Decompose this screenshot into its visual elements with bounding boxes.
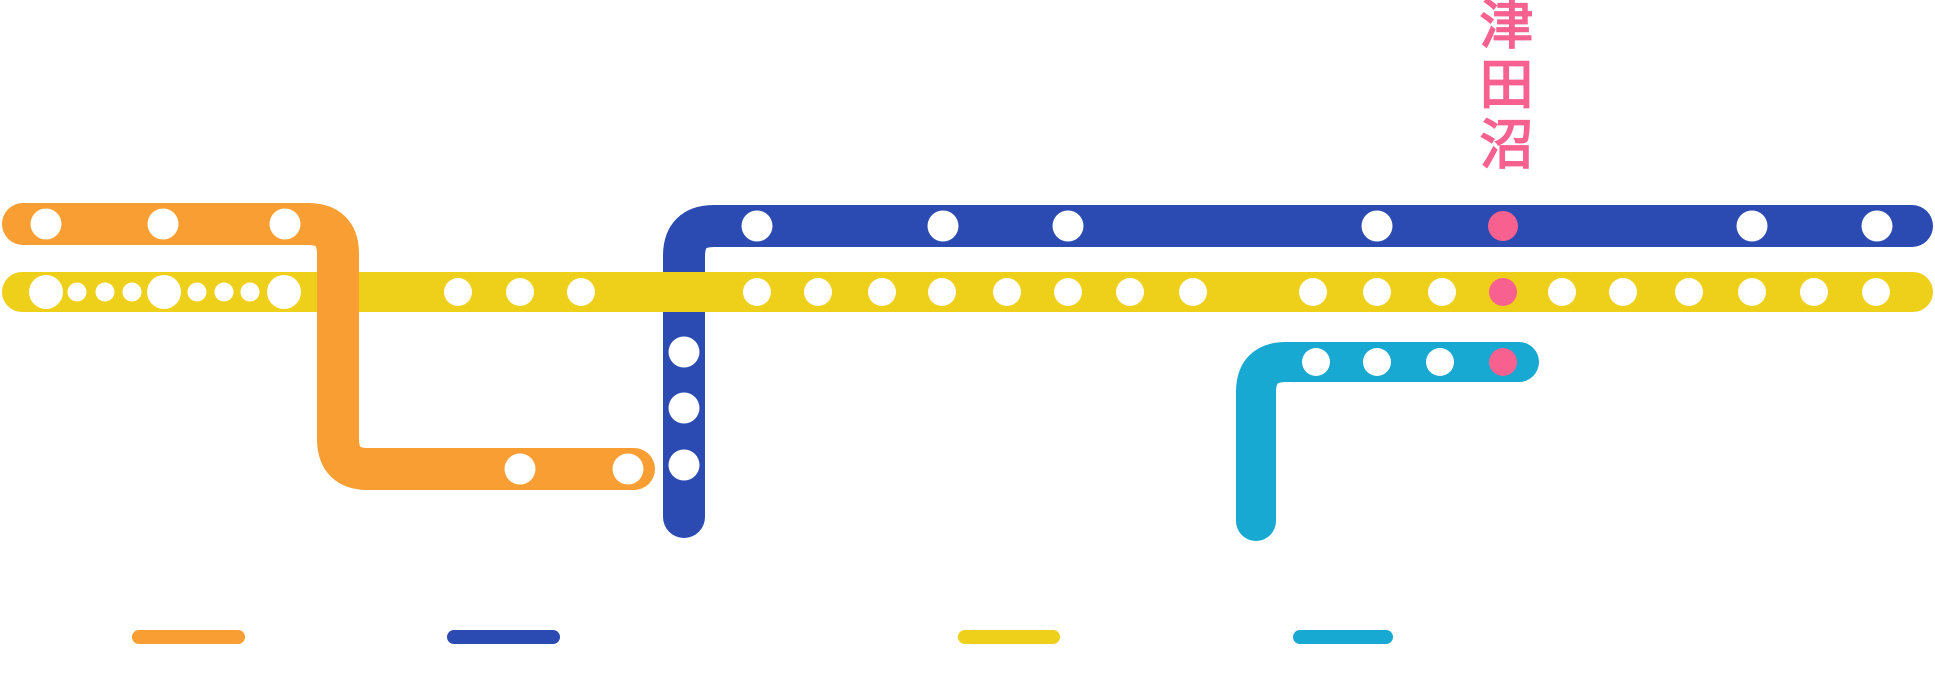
station-dot-yellow-line [506, 278, 534, 306]
station-dot-blue-line [668, 449, 700, 481]
station-dot-yellow-line [1675, 278, 1703, 306]
highlighted-station-dot-yellow-line [1489, 278, 1517, 306]
highlighted-station-label: 津田沼 [1470, 0, 1533, 176]
station-dot-yellow-line [187, 282, 207, 302]
highlighted-station-dot-blue-line [1488, 211, 1518, 241]
station-dot-yellow-line [1054, 278, 1082, 306]
station-dot-yellow-line [122, 282, 142, 302]
station-dot-yellow-line [868, 278, 896, 306]
station-dot-blue-line [1861, 210, 1893, 242]
station-dot-yellow-line [1862, 278, 1890, 306]
station-dot-yellow-line [147, 275, 181, 309]
blue-line-path [663, 205, 1933, 538]
station-dot-blue-line [1736, 210, 1768, 242]
station-dot-yellow-line [1548, 278, 1576, 306]
orange-line-path [2, 203, 655, 490]
station-dot-yellow-line [267, 275, 301, 309]
station-dot-yellow-line [214, 282, 234, 302]
station-dot-cyan-line [1426, 348, 1454, 376]
station-dot-yellow-line [29, 275, 63, 309]
station-dot-yellow-line [804, 278, 832, 306]
station-dot-yellow-line [95, 282, 115, 302]
station-dot-blue-line [1052, 210, 1084, 242]
station-dot-yellow-line [1299, 278, 1327, 306]
station-dot-orange-line [147, 208, 179, 240]
station-dot-blue-line [1361, 210, 1393, 242]
station-dot-blue-line [668, 392, 700, 424]
station-dot-orange-line [269, 208, 301, 240]
station-dot-yellow-line [444, 278, 472, 306]
station-dot-yellow-line [743, 278, 771, 306]
station-dot-orange-line [612, 453, 644, 485]
station-dot-yellow-line [928, 278, 956, 306]
station-dot-orange-line [504, 453, 536, 485]
station-dot-yellow-line [1116, 278, 1144, 306]
station-dot-cyan-line [1363, 348, 1391, 376]
station-dot-yellow-line [993, 278, 1021, 306]
station-dot-yellow-line [67, 282, 87, 302]
highlighted-station-dot-cyan-line [1489, 348, 1517, 376]
station-dot-yellow-line [1738, 278, 1766, 306]
station-dot-cyan-line [1302, 348, 1330, 376]
station-dot-yellow-line [1363, 278, 1391, 306]
cyan-line-path [1236, 342, 1539, 541]
station-dot-blue-line [741, 210, 773, 242]
station-dot-blue-line [668, 336, 700, 368]
station-dot-yellow-line [1179, 278, 1207, 306]
station-dot-blue-line [927, 210, 959, 242]
station-dot-yellow-line [567, 278, 595, 306]
station-dot-yellow-line [1800, 278, 1828, 306]
station-dot-yellow-line [240, 282, 260, 302]
station-dot-orange-line [30, 208, 62, 240]
station-dot-yellow-line [1428, 278, 1456, 306]
station-dot-yellow-line [1609, 278, 1637, 306]
